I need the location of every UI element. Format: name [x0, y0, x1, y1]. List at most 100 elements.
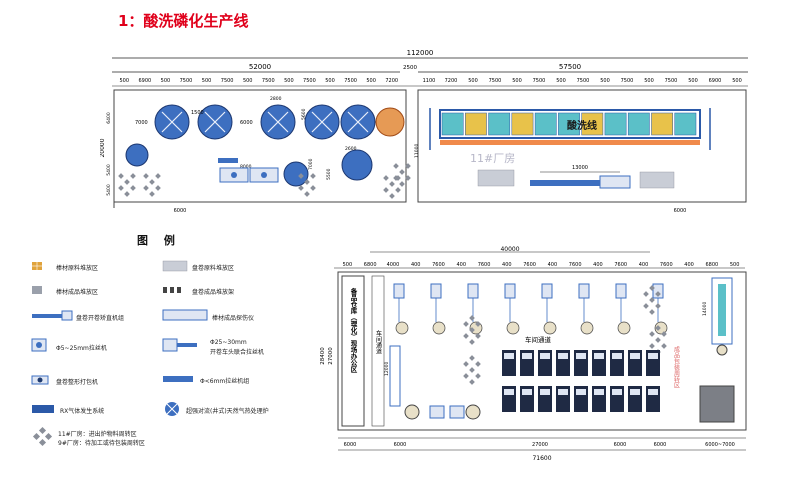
dim-tick: 500	[343, 262, 353, 268]
dim-tick: 6000	[614, 442, 627, 448]
svg-text:2600: 2600	[345, 146, 357, 152]
legend-label: 棒材成品堆放区	[56, 289, 99, 296]
raw-bar-icon	[32, 262, 42, 270]
legend: 棒材原料堆放区 盘卷原料堆放区 棒材成品堆放区 盘卷成品堆放架 盘卷开卷矫直机组…	[30, 258, 330, 458]
dim-tick: 7500	[533, 78, 546, 84]
dim-tick: 6000	[654, 442, 667, 448]
legend-label: 超强对流(井式)天然气热处理炉	[186, 408, 269, 415]
bar-polish-icon	[162, 309, 208, 321]
crate	[643, 291, 649, 297]
crate	[469, 355, 475, 361]
dim-tick: 500	[284, 78, 294, 84]
svg-text:7000: 7000	[308, 158, 314, 170]
draw-25-30-icon	[162, 338, 197, 352]
pickling-tank	[581, 112, 604, 136]
dim-tick: 400	[548, 262, 558, 268]
svg-text:6000: 6000	[174, 208, 187, 214]
draw-machine	[393, 283, 405, 299]
dim-tick: 7600	[432, 262, 445, 268]
crate	[643, 303, 649, 309]
pickling-tank	[627, 112, 650, 136]
crate	[463, 361, 469, 367]
legend-label: 11#厂房：进出炉物料周转区	[58, 431, 137, 438]
dim-tick: 7600	[523, 262, 536, 268]
svg-text:12000: 12000	[384, 362, 390, 376]
storage-icon	[32, 426, 53, 447]
pickling-tank	[534, 112, 557, 136]
pickling-tank	[441, 112, 464, 136]
crate	[395, 187, 401, 193]
dim-tick: 500	[243, 78, 253, 84]
legend-label: 9#厂房：待加工或待包装周转区	[58, 440, 145, 447]
draw-machine	[615, 283, 627, 299]
svg-text:28400: 28400	[320, 347, 326, 365]
crate	[124, 179, 130, 185]
dim-tick: 4000	[387, 262, 400, 268]
crate	[463, 321, 469, 327]
dim-tick: 500	[120, 78, 130, 84]
crate	[310, 185, 316, 191]
coil-product-icon	[163, 287, 181, 293]
legend-label: Φ25~30mm	[210, 339, 247, 346]
crate	[143, 185, 149, 191]
crate	[118, 185, 124, 191]
dim-tick: 500	[202, 78, 212, 84]
dim-tick: 6800	[705, 262, 718, 268]
legend-label: 盘卷开卷矫直机组	[76, 315, 125, 322]
bar-product-icon	[32, 286, 42, 294]
dim-gap: 2500	[403, 65, 417, 71]
dim-tick: 7500	[303, 78, 316, 84]
draw-6-icon	[163, 376, 193, 382]
dim-tick: 7600	[569, 262, 582, 268]
pickling-tank	[465, 112, 487, 136]
draw-machine	[430, 283, 442, 299]
crate	[661, 331, 667, 337]
office-label: 备品仓库（理化）现场办公区	[349, 287, 358, 374]
dim-tick: 7500	[262, 78, 275, 84]
dim-tick: 6000	[344, 442, 357, 448]
crate	[469, 327, 475, 333]
crate	[649, 309, 655, 315]
area-label: 成品包装周转区	[673, 345, 680, 388]
dim-tick: 500	[325, 78, 335, 84]
crate	[475, 361, 481, 367]
draw-machine	[467, 283, 479, 299]
dim-tick: 400	[639, 262, 649, 268]
crate	[304, 191, 310, 197]
pickling-tank	[511, 112, 534, 136]
legend-label: 开卷车头联合拉丝机	[210, 349, 265, 356]
pickling-tank	[651, 112, 673, 136]
crate	[405, 163, 411, 169]
crate	[149, 191, 155, 197]
legend-label: 棒材成品探伤仪	[212, 315, 255, 322]
corridor-v: 车间通道	[375, 329, 382, 355]
svg-text:5600: 5600	[301, 108, 307, 120]
dim-tick: 400	[502, 262, 512, 268]
legend-label: Φ<6mm拉丝机组	[200, 378, 250, 385]
dim-left: 52000	[249, 63, 271, 71]
crate	[298, 173, 304, 179]
coil-drum	[395, 321, 409, 335]
dim-40000: 40000	[500, 246, 519, 253]
crate	[649, 285, 655, 291]
crate	[393, 175, 399, 181]
dim-tick: 6900	[709, 78, 722, 84]
coil-drum	[432, 321, 446, 335]
dim-tick: 6900	[138, 78, 151, 84]
svg-text:1500: 1500	[191, 110, 204, 116]
draw-5-25-icon	[31, 338, 47, 352]
dim-tick: 500	[600, 78, 610, 84]
dim-tick: 500	[556, 78, 566, 84]
dim-tick: 400	[593, 262, 603, 268]
crate	[399, 169, 405, 175]
dim-tick: 1100	[423, 78, 436, 84]
coil-pack-icon	[31, 375, 49, 385]
dim-tick: 6800	[364, 262, 377, 268]
dim-tick: 7600	[660, 262, 673, 268]
pickling-tank	[674, 112, 697, 136]
crate	[655, 325, 661, 331]
crate	[310, 173, 316, 179]
crate	[389, 193, 395, 199]
crate	[405, 175, 411, 181]
